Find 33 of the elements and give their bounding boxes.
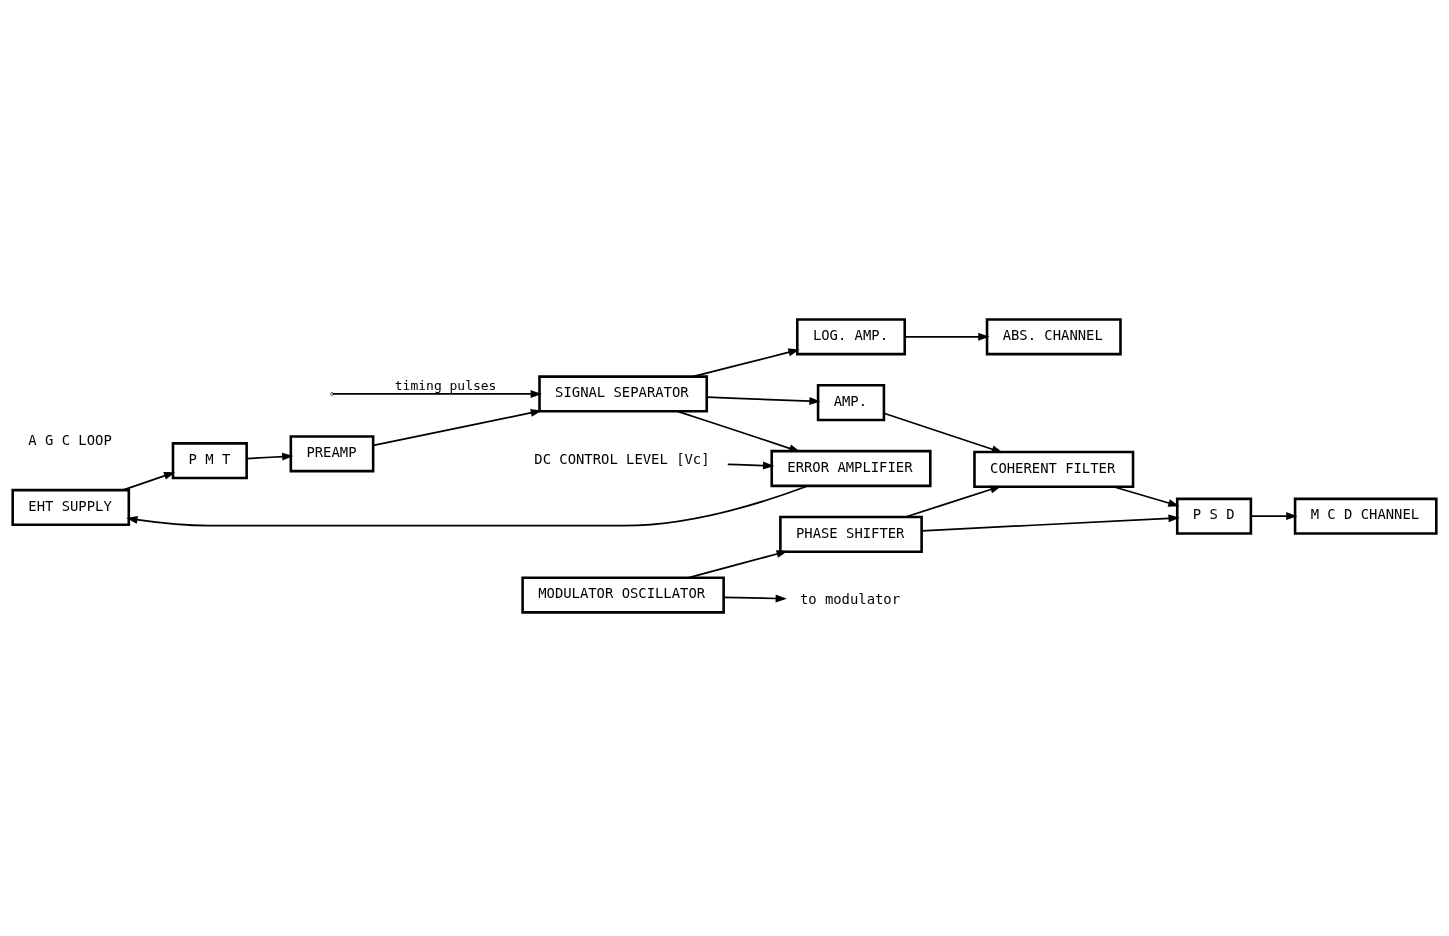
arrow [121, 471, 176, 491]
arrow [1250, 511, 1298, 520]
node-box: AMP. [816, 383, 886, 421]
edge-label: timing pulses [394, 377, 497, 393]
node-box: ABS. CHANNEL [985, 317, 1122, 355]
arrow [883, 411, 1004, 453]
arrow [722, 594, 787, 602]
node-box: P M T [171, 441, 248, 479]
node-text: to modulator [799, 590, 901, 606]
node-box: MODULATOR OSCILLATOR [521, 575, 725, 614]
arrow [687, 549, 788, 578]
node-box: SIGNAL SEPARATOR [538, 374, 709, 413]
arrow [726, 461, 775, 469]
arrow [921, 513, 1180, 532]
arrow [245, 452, 294, 461]
node-box: M C D CHANNEL [1293, 497, 1438, 535]
node-box: PREAMP [289, 434, 375, 472]
node-box: P S D [1175, 497, 1253, 535]
arrow [691, 348, 800, 377]
arrow [904, 485, 1002, 518]
arrow [126, 484, 809, 527]
arrow [706, 395, 821, 405]
node-box: COHERENT FILTER [973, 450, 1135, 488]
node-box: ERROR AMPLIFIER [770, 449, 932, 487]
node-box: LOG. AMP. [796, 317, 907, 355]
node-box: EHT SUPPLY [11, 488, 131, 526]
node-box: PHASE SHIFTER [779, 515, 923, 553]
arrow [676, 410, 801, 452]
label: A G C LOOP [28, 431, 112, 448]
arrow [372, 408, 542, 446]
arrow [1112, 485, 1180, 507]
arrow [904, 332, 990, 341]
node-text: DC CONTROL LEVEL [Vc] [534, 450, 710, 467]
